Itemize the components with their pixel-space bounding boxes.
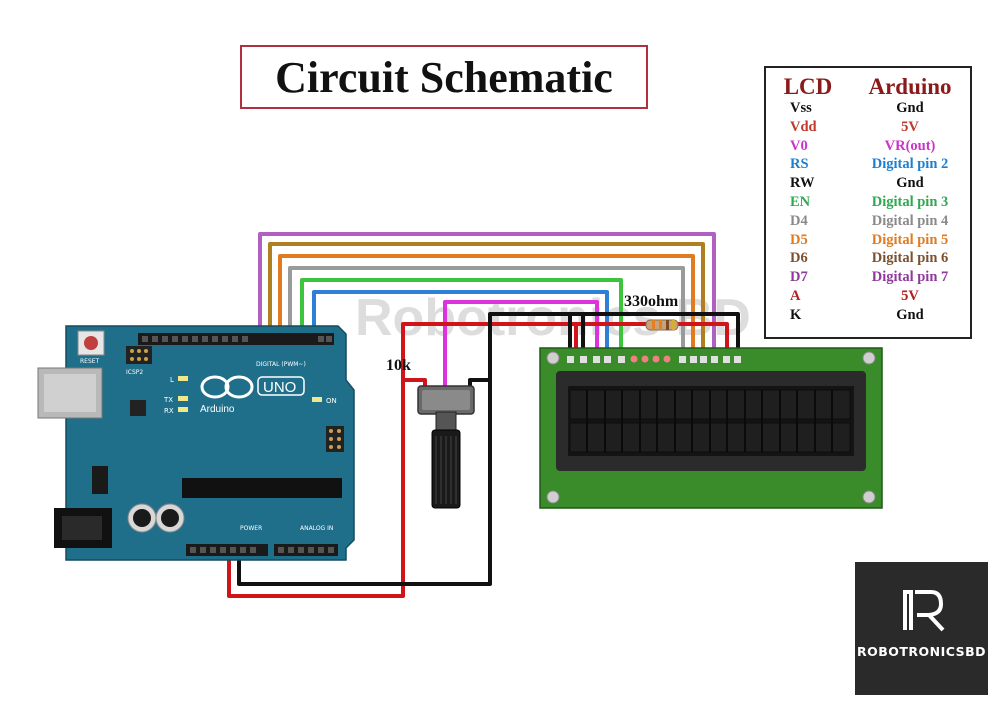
lcd-pin: Vdd xyxy=(790,118,817,135)
pin-row: K Gnd xyxy=(766,307,970,326)
arduino-header: Arduino xyxy=(868,74,952,99)
potentiometer xyxy=(417,385,475,509)
pin-row: D6 Digital pin 6 xyxy=(766,250,970,269)
pin-row: D7 Digital pin 7 xyxy=(766,269,970,288)
lcd-pin: D5 xyxy=(790,231,808,248)
pin-row: V0 VR(out) xyxy=(766,138,970,157)
brand-name: ROBOTRONICSBD xyxy=(856,644,987,659)
page-title: Circuit Schematic xyxy=(275,52,613,102)
brand-logo: ROBOTRONICSBD xyxy=(855,562,988,695)
on-label: ON xyxy=(326,397,337,405)
power-label: POWER xyxy=(240,525,262,532)
pin-row: D4 Digital pin 4 xyxy=(766,213,970,232)
board-model: UNO xyxy=(263,379,296,396)
icsp2-label: ICSP2 xyxy=(126,369,143,376)
lcd-pin: Vss xyxy=(790,100,812,116)
lcd-pin: EN xyxy=(790,193,811,210)
arduino-pin: Digital pin 4 xyxy=(871,212,949,229)
arduino-pin: Digital pin 3 xyxy=(871,193,949,210)
pin-row: RW Gnd xyxy=(766,175,970,194)
arduino-pin: Gnd xyxy=(896,100,924,116)
wire-rs xyxy=(312,290,609,362)
digital-label: DIGITAL (PWM~) xyxy=(256,361,306,368)
wire-5v xyxy=(227,322,578,598)
arduino-pin: Digital pin 5 xyxy=(871,231,949,248)
pin-row: A 5V xyxy=(766,288,970,307)
pin-table-header: LCD Arduino xyxy=(766,68,970,100)
arduino-pin: Digital pin 2 xyxy=(871,156,949,173)
arduino-logo xyxy=(200,375,254,399)
arduino-pin: 5V xyxy=(901,287,919,304)
lcd-pin: D4 xyxy=(790,212,808,229)
arduino-pin: Digital pin 7 xyxy=(871,269,949,286)
arduino-pin: Digital pin 6 xyxy=(871,250,949,267)
arduino-pin: VR(out) xyxy=(884,137,936,154)
lcd-pin: D6 xyxy=(790,250,808,267)
wire-gnd-lcd xyxy=(488,312,740,380)
lcd-module xyxy=(539,347,883,509)
wire-en xyxy=(300,278,623,362)
wire-gnd xyxy=(237,378,492,586)
lcd-pin: V0 xyxy=(790,137,808,154)
pin-row: EN Digital pin 3 xyxy=(766,194,970,213)
analog-label: ANALOG IN xyxy=(300,525,333,532)
arduino-pin: 5V xyxy=(901,118,919,135)
title-box: Circuit Schematic xyxy=(240,45,648,109)
arduino-board: RESET ICSP2 DIGITAL (PWM~) UNO Arduino L xyxy=(37,325,355,561)
wire-d5 xyxy=(278,254,695,362)
arduino-pin: Gnd xyxy=(896,175,924,192)
pot-label: 10k xyxy=(386,357,411,374)
lcd-pin: K xyxy=(790,306,802,323)
pin-row: Vss Gnd xyxy=(766,100,970,119)
arduino-pin: Gnd xyxy=(896,306,924,323)
wire-d6 xyxy=(268,242,705,362)
tx-label: TX xyxy=(163,396,173,404)
wire-d7 xyxy=(258,232,716,362)
lcd-pin: RW xyxy=(790,175,815,192)
rx-label: RX xyxy=(164,407,174,415)
lcd-pin: A xyxy=(790,287,801,304)
pin-row: RS Digital pin 2 xyxy=(766,156,970,175)
pin-row: Vdd 5V xyxy=(766,119,970,138)
reset-label: RESET xyxy=(80,358,100,365)
resistor-330 xyxy=(645,319,679,331)
l-led-label: L xyxy=(170,376,174,384)
rb-monogram-icon xyxy=(903,590,945,632)
lcd-pin: RS xyxy=(790,156,809,173)
board-brand: Arduino xyxy=(200,404,235,415)
pin-row: D5 Digital pin 5 xyxy=(766,232,970,251)
lcd-pin: D7 xyxy=(790,269,808,286)
wire-v0 xyxy=(443,300,599,388)
resistor-label: 330ohm xyxy=(624,293,679,310)
lcd-header: LCD xyxy=(783,74,833,99)
